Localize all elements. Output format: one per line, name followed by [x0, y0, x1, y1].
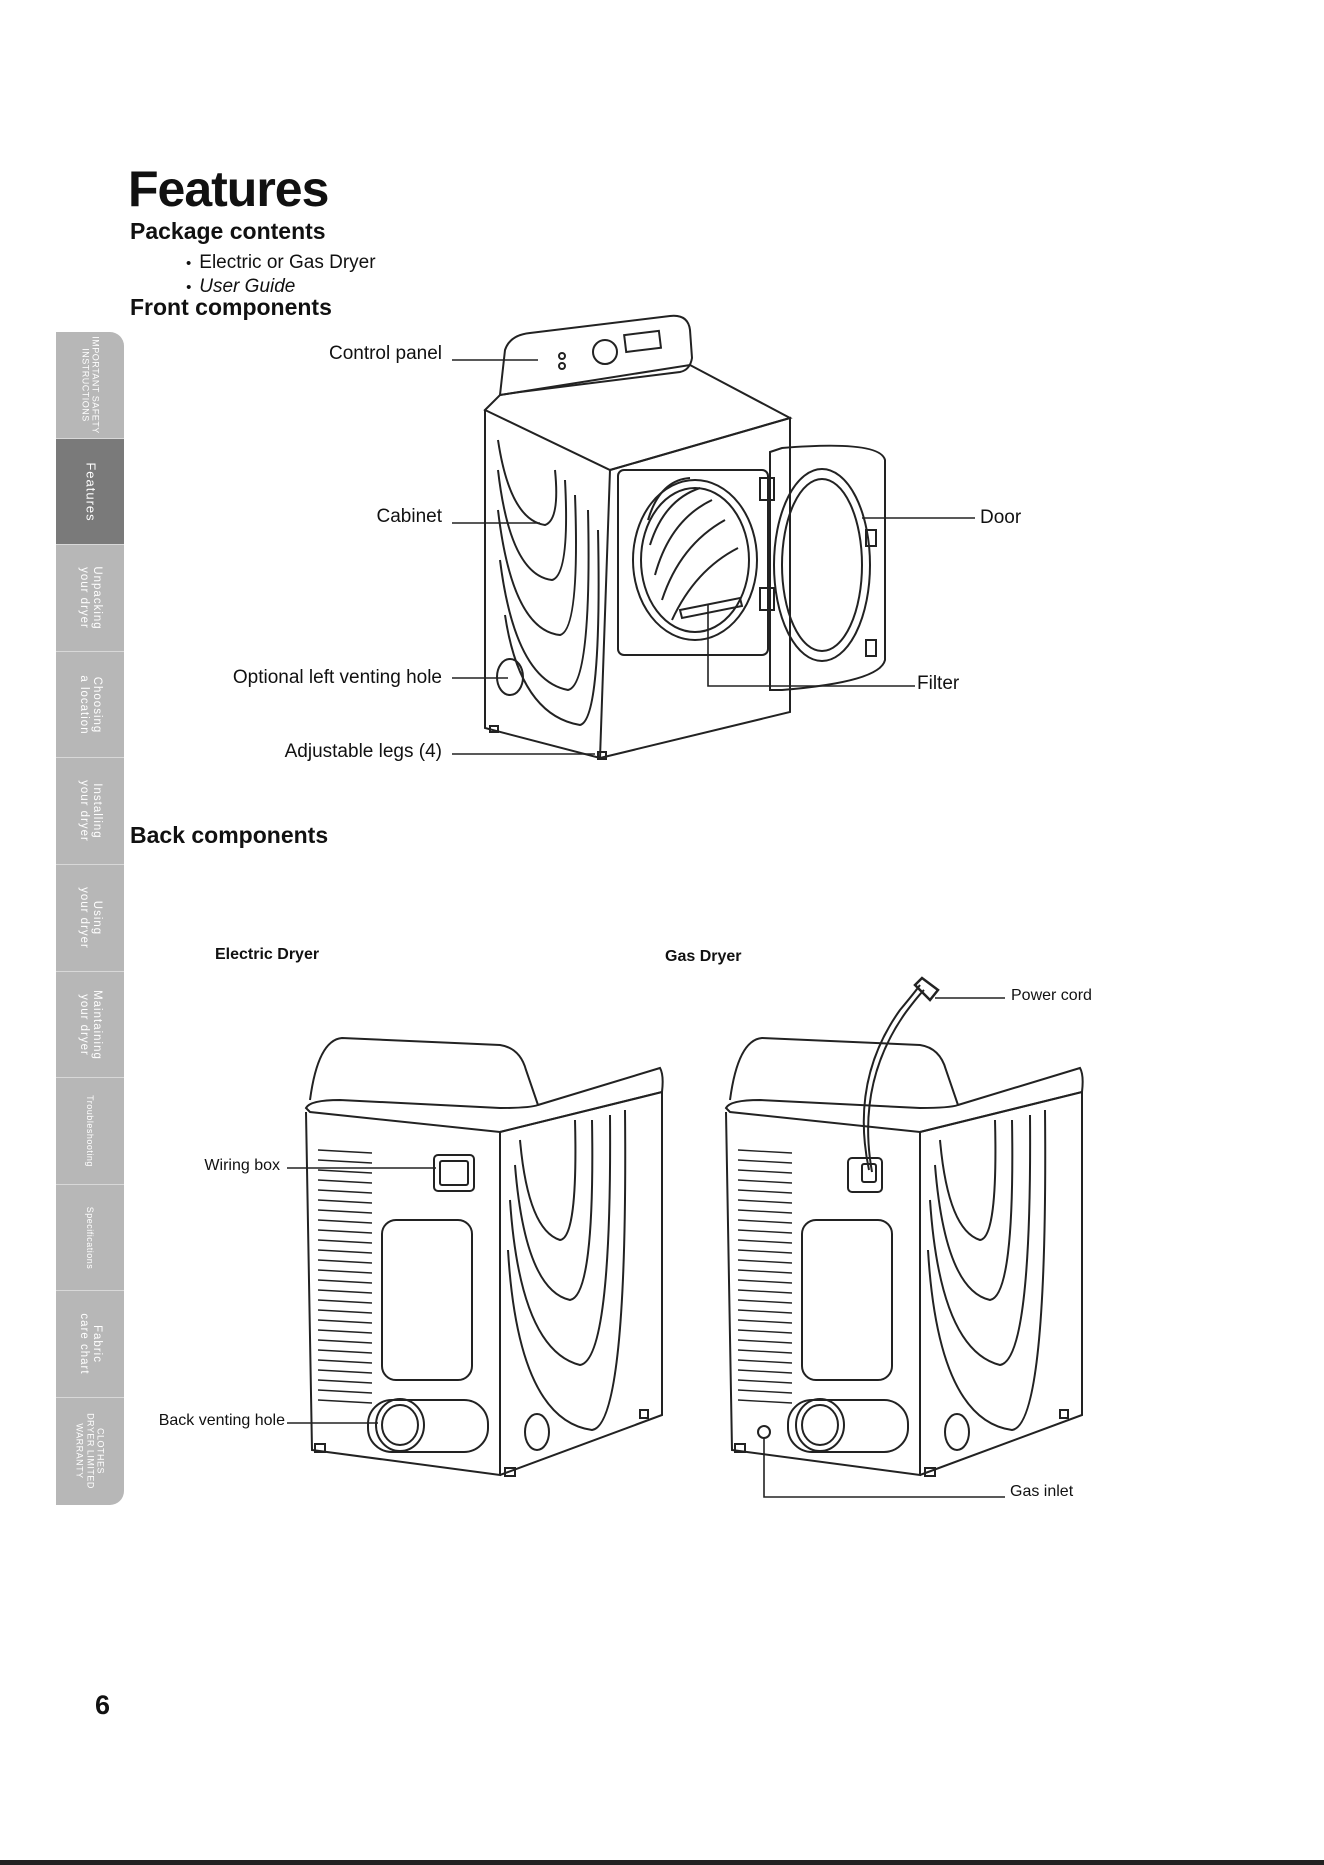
- callout-left-venting-hole: Optional left venting hole: [192, 667, 442, 689]
- gas-dryer-label: Gas Dryer: [665, 948, 742, 966]
- front-dryer-drawing: [485, 316, 885, 759]
- electric-dryer-label: Electric Dryer: [215, 946, 319, 964]
- callout-wiring-box: Wiring box: [150, 1157, 280, 1175]
- callout-gas-inlet: Gas inlet: [1010, 1483, 1073, 1501]
- callout-filter: Filter: [917, 673, 959, 695]
- callout-door: Door: [980, 507, 1021, 529]
- page-bottom-rule: [0, 1860, 1324, 1865]
- page-number: 6: [95, 1690, 110, 1721]
- gas-dryer-back-drawing: [726, 978, 1083, 1476]
- front-callout-lines: [452, 360, 975, 754]
- electric-dryer-back-drawing: [306, 1038, 663, 1476]
- callout-control-panel: Control panel: [252, 343, 442, 365]
- callout-power-cord: Power cord: [1011, 987, 1092, 1005]
- callout-back-venting-hole: Back venting hole: [140, 1412, 285, 1430]
- callout-adjustable-legs: Adjustable legs (4): [232, 741, 442, 763]
- callout-cabinet: Cabinet: [252, 506, 442, 528]
